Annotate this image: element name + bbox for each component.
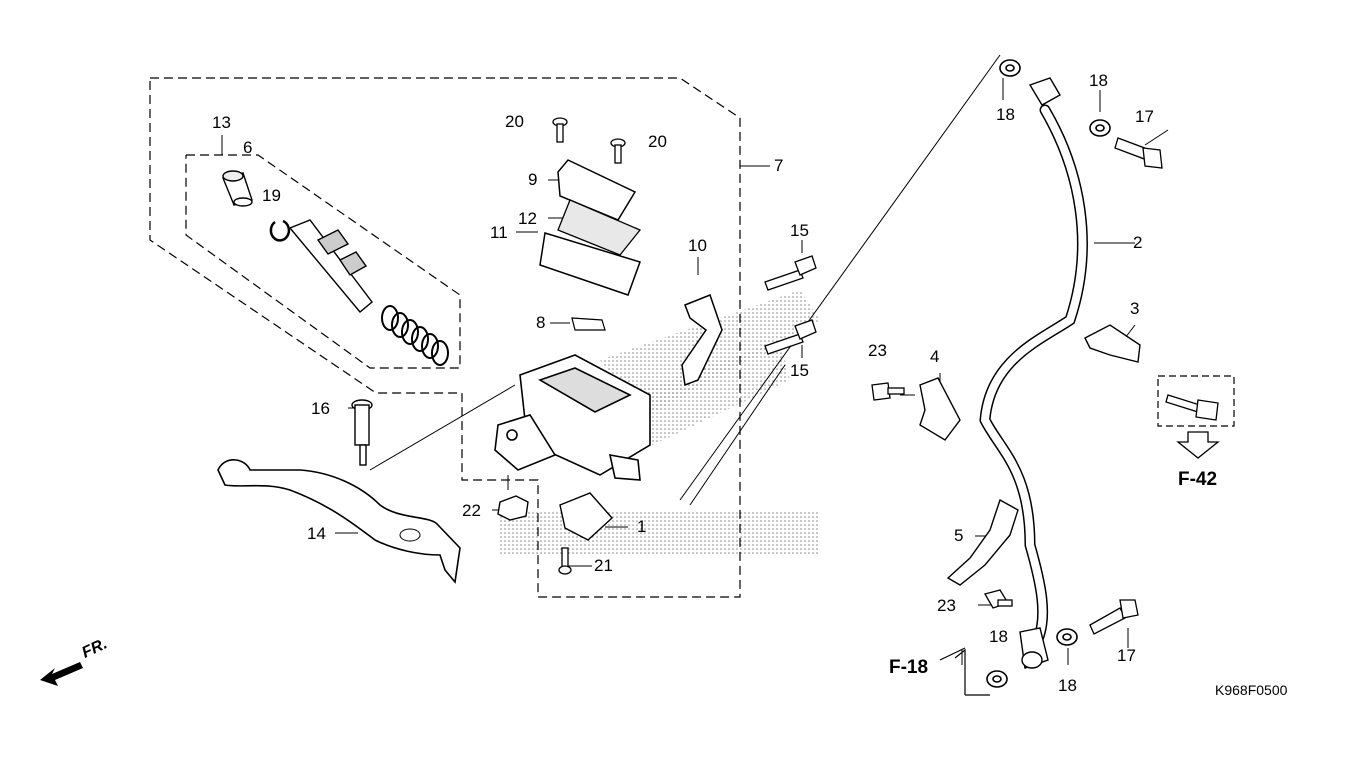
callout-7: 7 [774,156,784,175]
f42-arrow-icon [1176,431,1220,459]
callout-8: 8 [536,313,546,332]
piston [288,219,373,313]
part-20-screws [552,117,626,164]
part-21-screw [558,547,572,575]
f42-bolt [1165,394,1219,421]
callout-17-a: 17 [1135,107,1154,126]
front-direction-arrow-icon [40,662,83,686]
part-2-brake-hose [979,104,1088,651]
callout-21: 21 [594,556,613,575]
part-14-brake-lever [217,459,461,584]
part-23-bolts [871,382,1013,609]
part-17-bolts [1089,137,1163,635]
callout-20-a: 20 [505,112,524,131]
hose-fittings [1019,77,1061,669]
callout-15-a: 15 [790,221,809,240]
diagram-reference-code: K968F0500 [1215,682,1288,698]
part-1-switch [559,492,613,541]
callout-23-b: 23 [937,596,956,615]
piston-kit-group-box [185,154,461,369]
part-5-stay [946,498,1019,586]
part-4-clamp [919,377,961,441]
callout-13: 13 [212,113,231,132]
callout-20-b: 20 [648,132,667,151]
page-ref-f42[interactable]: F-42 [1178,469,1218,490]
callout-16: 16 [311,399,330,418]
callout-3: 3 [1130,299,1140,318]
callout-22: 22 [462,501,481,520]
callout-18-d: 18 [1058,676,1077,695]
callout-5: 5 [954,526,964,545]
spring [381,305,449,366]
callout-6: 6 [243,138,253,157]
callout-15-b: 15 [790,361,809,380]
callout-1: 1 [637,517,647,536]
callout-18-a: 18 [996,105,1015,124]
part-12-plate [557,199,642,256]
callout-17-b: 17 [1117,646,1136,665]
part-16-pivot-bolt [351,399,373,466]
part-18-washers [986,59,1111,688]
callout-9: 9 [528,170,538,189]
master-cylinder-body [494,354,651,481]
callout-10: 10 [688,236,707,255]
callout-18-c: 18 [989,627,1008,646]
callout-2: 2 [1133,233,1143,252]
bolt-group-box [1157,375,1235,427]
part-15-bolts [764,255,817,355]
page-ref-f18[interactable]: F-18 [889,657,929,678]
part-19-circlip [269,219,291,242]
part-6-cup [222,170,253,207]
callout-11: 11 [490,223,508,242]
part-11-diaphragm [539,232,641,296]
callout-12: 12 [518,209,537,228]
part-3-clamp [1084,324,1141,363]
part-8-float [571,317,606,331]
callout-14: 14 [307,524,326,543]
callout-23-a: 23 [868,341,887,360]
master-cylinder-group-box [149,77,741,598]
part-22-nut [497,495,529,521]
f18-arrow-icon [939,647,990,696]
callout-19: 19 [262,186,281,205]
part-10-holder [681,294,723,387]
callout-18-b: 18 [1089,71,1108,90]
lever-bore [399,528,421,542]
callout-4: 4 [930,347,940,366]
